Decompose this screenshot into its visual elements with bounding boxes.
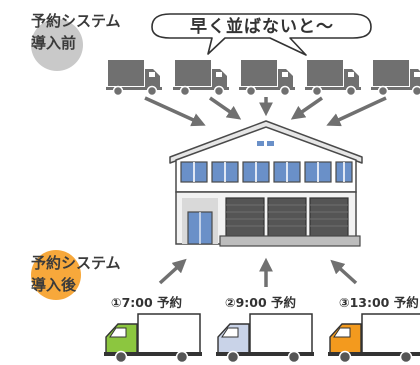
- before-label-group: 予約システム 導入前: [31, 12, 121, 71]
- truck-icon: [104, 313, 202, 364]
- time-slot-labels: ①7:00 予約 ②9:00 予約 ③13:00 予約: [111, 295, 419, 310]
- speech-bubble-icon: 早く並ばないと〜: [151, 13, 372, 56]
- after-label-line2: 導入後: [31, 276, 77, 294]
- gray-truck-icon: [105, 59, 163, 97]
- arrow-icon: [290, 96, 323, 120]
- scheduled-arrows: [158, 257, 358, 287]
- arrow-icon: [326, 96, 387, 127]
- slot-2-label: ②9:00 予約: [225, 295, 296, 310]
- gray-truck-icon: [238, 59, 296, 97]
- slot-1-label: ①7:00 予約: [111, 295, 182, 310]
- arrow-icon: [209, 96, 242, 120]
- gray-truck-row: [105, 59, 420, 97]
- arrow-icon: [144, 96, 206, 127]
- after-label-circle: [31, 250, 81, 300]
- before-label-line2: 導入前: [31, 34, 76, 52]
- after-label-group: 予約システム 導入後: [31, 250, 121, 300]
- arrow-icon: [158, 258, 187, 285]
- gray-truck-icon: [172, 59, 230, 97]
- shutter-doors: [225, 197, 349, 237]
- truck-icon: [328, 313, 420, 364]
- slot-3-label: ③13:00 予約: [339, 295, 419, 310]
- bubble-text: 早く並ばないと〜: [190, 16, 334, 37]
- truck-icon: [216, 313, 314, 364]
- incoming-arrows: [144, 96, 387, 127]
- gray-truck-icon: [370, 59, 420, 97]
- after-label-line1: 予約システム: [31, 254, 121, 272]
- warehouse-icon: [169, 120, 363, 247]
- arrow-icon: [330, 259, 358, 285]
- before-label-circle: [31, 19, 83, 71]
- before-label-line1: 予約システム: [31, 12, 121, 30]
- gray-truck-icon: [304, 59, 362, 97]
